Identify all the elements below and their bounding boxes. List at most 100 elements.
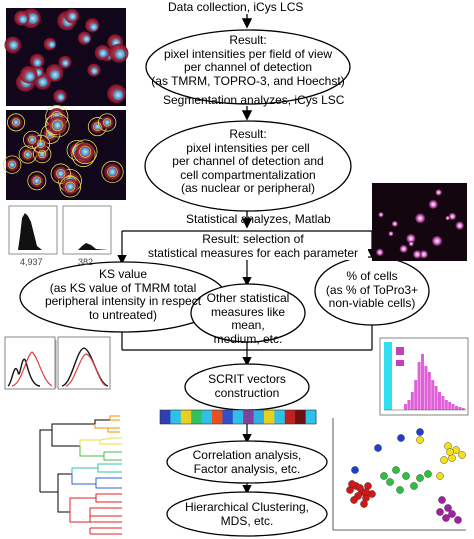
histogram-count-1: 4,937 [20, 257, 43, 267]
segmentation-outline [8, 160, 17, 169]
nucleus [18, 15, 28, 24]
cell [412, 250, 422, 259]
cell [445, 215, 450, 221]
corr-line: Correlation analysis, [192, 448, 302, 462]
scatter-point [402, 472, 410, 480]
vector-cell [191, 410, 203, 424]
segmentation-outline [93, 122, 102, 131]
histogram-bar [444, 400, 448, 410]
cell [428, 199, 438, 209]
segmentation-outline [28, 135, 37, 144]
nucleus [37, 140, 45, 148]
other-text: Other statistical measures like mean, me… [194, 291, 302, 346]
scrit-vector-strip [159, 409, 317, 425]
scatter-point [386, 478, 394, 486]
step-data-collection: Data collection, iCys LCS [168, 0, 304, 14]
hier-line: MDS, etc. [220, 513, 274, 528]
scatter-point [438, 496, 446, 504]
nucleus [68, 12, 77, 21]
cell [399, 244, 408, 254]
scatter-point [392, 466, 400, 474]
histogram-bar [424, 366, 428, 410]
result-2-line: Result: [229, 127, 267, 141]
overlay-histograms [4, 336, 111, 390]
cell [406, 233, 416, 244]
vector-cell [243, 410, 255, 424]
scatter-point [348, 480, 356, 488]
scatter-point [442, 514, 450, 522]
cell [378, 212, 384, 218]
ks-line: peripheral intensity in respect [44, 294, 202, 308]
nucleus [114, 48, 126, 60]
nucleus [52, 120, 63, 130]
nucleus [89, 23, 98, 31]
scatter-point [362, 488, 370, 496]
other-line: measures like mean, [210, 304, 286, 332]
nucleus [29, 136, 36, 143]
cell [391, 220, 398, 227]
histogram-panel-2 [62, 205, 112, 255]
vector-cell [295, 410, 307, 424]
segmentation-outline [51, 119, 64, 132]
scatter-point [350, 496, 358, 504]
nucleus [80, 147, 90, 157]
result-1-line: Result: [229, 33, 267, 47]
result-2-line: pixel intensities per cell [186, 140, 310, 155]
corr-line: Factor analysis, etc. [193, 461, 301, 476]
result-2-text: Result: pixel intensities per cell per c… [148, 127, 348, 196]
cell [448, 212, 457, 221]
result-2-line: (as nuclear or peripheral) [180, 181, 316, 195]
ks-line: (as KS value of TMRM total [49, 280, 197, 295]
result-3-line: Result: selection of [202, 232, 304, 246]
histogram-bar [407, 400, 411, 410]
result-1-line: pixel intensities per field of view [163, 46, 333, 61]
vector-cell [253, 410, 265, 424]
vector-cell [284, 410, 296, 424]
nucleus [98, 48, 108, 58]
histogram-bar [427, 372, 431, 410]
pct-line: % of cells [346, 269, 398, 283]
vector-strip-border [159, 409, 317, 425]
mds-scatter-plot [332, 418, 466, 531]
hier-text: Hierarchical Clustering, MDS, etc. [167, 500, 327, 528]
cell [419, 250, 429, 259]
nucleus [8, 161, 16, 168]
pct-text: % of cells (as % of ToPro3+ non-viable c… [316, 269, 428, 311]
histogram-bar [431, 380, 435, 410]
nucleus [82, 35, 91, 43]
histogram-panel-1 [8, 205, 58, 255]
histogram-bar [455, 406, 458, 410]
scatter-point [416, 474, 424, 482]
segmentation-outline [32, 176, 42, 186]
scatter-point [397, 434, 405, 442]
segmentation-outline [23, 130, 42, 149]
segmentation-outline [65, 181, 76, 192]
nucleus [90, 67, 99, 75]
step-segmentation: Segmentation analyzes, iCys LSC [163, 93, 345, 107]
histogram-bar [404, 404, 407, 410]
histogram-bar [461, 408, 465, 410]
cell [376, 248, 384, 257]
vector-cell [232, 410, 244, 424]
hier-line: Hierarchical Clustering, [184, 500, 310, 514]
cell [415, 213, 426, 224]
segmentation-outline [2, 155, 22, 174]
segmentation-outline [27, 171, 47, 191]
cell [435, 189, 442, 196]
histogram-bar [451, 404, 455, 410]
nucleus [24, 151, 31, 158]
nucleus [38, 77, 48, 87]
corr-text: Correlation analysis, Factor analysis, e… [167, 448, 327, 476]
histogram-bar [417, 362, 421, 410]
scatter-point [436, 472, 444, 480]
segmentation-outline [79, 145, 92, 158]
segmentation-outline [101, 160, 124, 184]
vector-cell [212, 410, 223, 424]
scatter-point [436, 508, 444, 516]
result-2-line: cell compartmentalization [180, 167, 316, 182]
result-2-ellipse [144, 120, 352, 212]
nucleus [33, 177, 41, 185]
scatter-point [448, 510, 456, 518]
